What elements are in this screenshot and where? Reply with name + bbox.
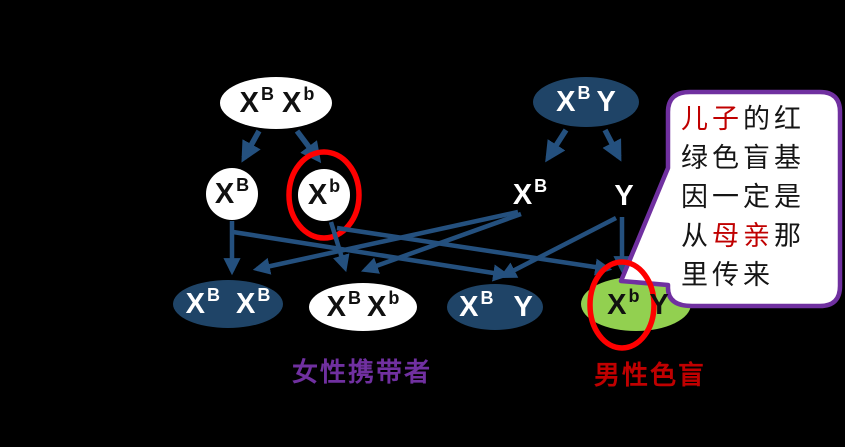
bubble-line4-black1: 从 <box>681 221 712 252</box>
bubble-line-1: 儿子的红 <box>681 100 839 139</box>
egg1-allele: X <box>214 177 235 210</box>
bubble-line-3: 因一定是 <box>681 178 839 217</box>
red-highlight-circle-child4-xb <box>587 259 657 351</box>
child1-allele1: X <box>185 287 205 320</box>
child1-sup1: B <box>207 285 220 305</box>
egg2-allele: X <box>307 178 328 211</box>
arrow-eggb-to-child4 <box>336 225 613 276</box>
child3-ellipse <box>447 284 543 330</box>
child2-ellipse <box>309 283 417 331</box>
bubble-line5-text: 里传来 <box>681 260 774 291</box>
arrow-father-to-spermB <box>545 128 569 163</box>
child1-ellipse <box>173 280 283 328</box>
bubble-line-2: 绿色盲基 <box>681 139 839 178</box>
female-carrier-label: 女性携带者 <box>292 358 433 388</box>
bubble-line4-black2: 那 <box>774 221 805 252</box>
child2-sup1: B <box>348 288 361 308</box>
sperm1-sup: B <box>534 176 548 196</box>
mother-sup2: b <box>303 84 315 104</box>
child4-allele1: X <box>607 288 627 321</box>
child3-allele1: X <box>459 290 479 323</box>
bubble-line3-text: 因一定是 <box>681 182 805 213</box>
child1-sup2: B <box>257 285 271 305</box>
sperm2-allele: Y <box>614 179 634 212</box>
arrow-eggb-to-child2 <box>328 221 350 273</box>
mother-allele2: X <box>282 86 302 119</box>
red-highlight-circle-egg-xb <box>286 149 362 241</box>
speech-bubble-text: 儿子的红 绿色盲基 因一定是 从母亲那 里传来 <box>681 100 839 295</box>
sperm-Y-genotype: Y <box>600 178 648 214</box>
arrow-mother-to-eggB <box>241 129 262 163</box>
child2-sup2: b <box>388 288 400 308</box>
mother-allele1: X <box>239 86 259 119</box>
egg2-sup: b <box>329 176 341 196</box>
bubble-line1-red: 儿子 <box>681 104 743 135</box>
child4-ellipse <box>581 277 691 331</box>
father-allele2: Y <box>596 85 616 118</box>
gamete-child-arrows <box>223 209 631 282</box>
sperm1-allele: X <box>512 178 533 211</box>
father-ellipse <box>533 77 639 127</box>
child2-allele2: X <box>367 290 387 323</box>
egg1-sup: B <box>236 175 250 195</box>
mother-sup1: B <box>261 84 274 104</box>
speech-bubble <box>618 89 843 309</box>
bubble-line2-text: 绿色盲基 <box>681 143 805 174</box>
parent-gamete-arrows <box>241 128 622 164</box>
mother-ellipse <box>220 77 332 129</box>
arrow-father-to-spermY <box>602 128 622 162</box>
bubble-line-4: 从母亲那 <box>681 217 839 256</box>
male-colorblind-label: 男性色盲 <box>594 361 707 391</box>
bubble-line-5: 里传来 <box>681 256 839 295</box>
egg-xb-circle <box>298 169 350 221</box>
child4-sup1: b <box>628 286 640 306</box>
father-allele1: X <box>556 85 576 118</box>
child2-allele1: X <box>326 290 346 323</box>
arrow-spermB-to-child2 <box>360 211 522 274</box>
arrow-eggB-to-child3 <box>232 229 511 282</box>
child4-allele2: Y <box>649 288 669 321</box>
bubble-line4-red: 母亲 <box>712 221 774 252</box>
egg-xB-circle <box>206 168 258 220</box>
child3-allele2: Y <box>513 290 533 323</box>
arrow-spermB-to-child1 <box>252 209 519 275</box>
arrow-spermY-to-child3 <box>499 215 618 279</box>
father-sup1: B <box>577 83 591 103</box>
child3-sup1: B <box>480 288 494 308</box>
child1-allele2: X <box>236 287 256 320</box>
bubble-line1-black: 的红 <box>743 104 805 135</box>
